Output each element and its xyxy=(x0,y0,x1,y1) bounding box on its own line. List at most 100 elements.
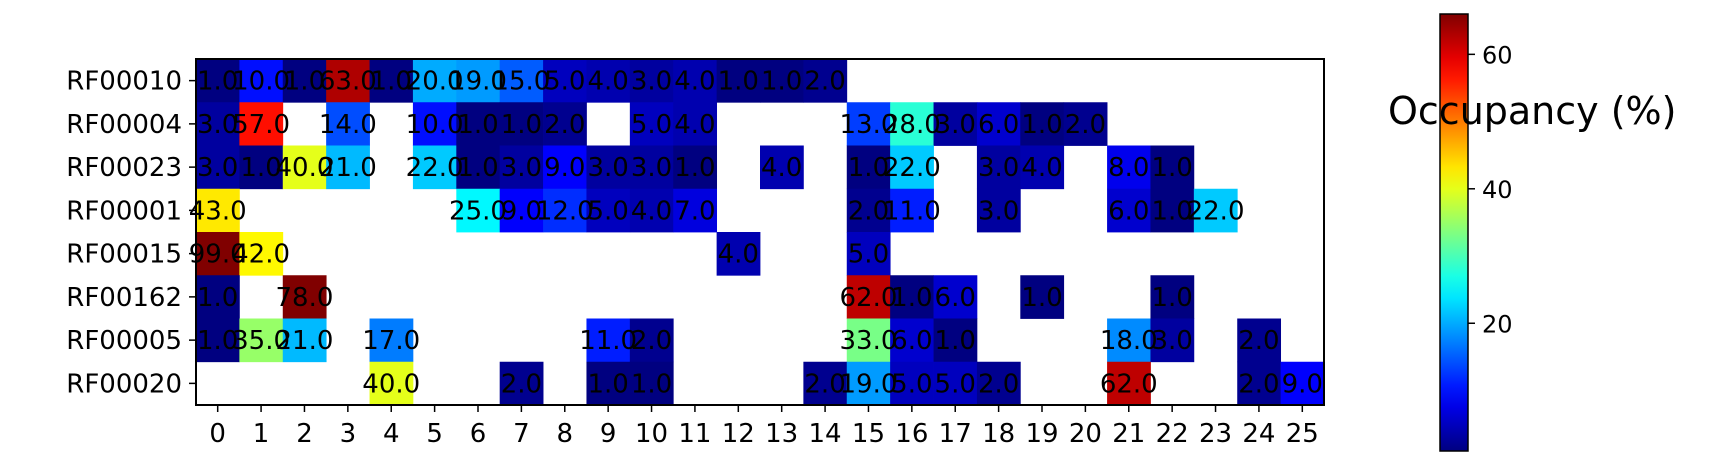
cell-value-label: 6.0 xyxy=(935,283,976,313)
cell-value-label: 6.0 xyxy=(891,326,932,356)
cell-value-label: 1.0 xyxy=(197,326,238,356)
heatmap-cell xyxy=(976,102,1021,146)
heatmap-cell xyxy=(629,145,674,190)
heatmap-cell xyxy=(1150,318,1195,363)
heatmap-cell xyxy=(760,59,804,103)
heatmap-cell xyxy=(1237,361,1282,406)
cell-value-label: 1.0 xyxy=(935,326,976,356)
cell-value-label: 1.0 xyxy=(197,67,238,97)
heatmap-cell xyxy=(543,102,587,146)
heatmap-cell xyxy=(629,59,674,103)
cell-value-label: 2.0 xyxy=(501,369,542,399)
cell-value-label: 1.0 xyxy=(1151,196,1192,226)
heatmap-cell xyxy=(1150,188,1195,233)
cell-value-label: 2.0 xyxy=(544,110,585,140)
cell-value-label: 2.0 xyxy=(1065,110,1106,140)
heatmap-cell xyxy=(326,59,370,103)
y-tick-label: RF00005 xyxy=(66,326,182,356)
cell-value-label: 1.0 xyxy=(1021,283,1062,313)
heatmap-cell xyxy=(629,361,674,406)
heatmap-cell xyxy=(412,59,457,103)
heatmap-cell xyxy=(499,59,544,103)
cell-value-label: 1.0 xyxy=(501,110,542,140)
cell-value-label: 3.0 xyxy=(631,67,672,97)
heatmap-cell xyxy=(933,318,978,363)
cell-value-label: 8.0 xyxy=(1108,153,1149,183)
heatmap-cell xyxy=(196,318,240,363)
heatmap-cell xyxy=(1107,361,1151,406)
heatmap-cell xyxy=(673,188,718,233)
cell-value-label: 2.0 xyxy=(1238,369,1279,399)
cell-value-label: 4.0 xyxy=(1021,153,1062,183)
heatmap-cell xyxy=(1150,275,1195,319)
cell-value-label: 4.0 xyxy=(718,240,759,270)
heatmap-cell xyxy=(369,361,414,406)
cell-value-label: 22.0 xyxy=(1187,196,1245,226)
cell-value-label: 1.0 xyxy=(197,283,238,313)
heatmap-cell xyxy=(543,188,587,233)
heatmap-cell xyxy=(1107,318,1151,363)
y-tick-label: RF00162 xyxy=(66,283,182,313)
cell-value-label: 1.0 xyxy=(1021,110,1062,140)
heatmap-cell xyxy=(760,145,804,190)
heatmap-cell xyxy=(326,102,370,146)
heatmap-cell xyxy=(282,275,327,319)
cell-value-label: 20.0 xyxy=(406,67,464,97)
heatmap-cell xyxy=(586,361,631,406)
heatmap-cell xyxy=(499,102,544,146)
heatmap-cell xyxy=(890,145,934,190)
heatmap-cell xyxy=(586,318,631,363)
y-tick-label: RF00023 xyxy=(66,153,182,183)
x-tick-label: 21 xyxy=(1112,419,1145,449)
x-tick-label: 1 xyxy=(253,419,270,449)
colorbar-tick-label: 40 xyxy=(1482,176,1513,204)
plot-frame xyxy=(195,58,1325,406)
heatmap-cell xyxy=(933,102,978,146)
y-tick-label: RF00001 xyxy=(66,196,182,226)
colorbar-tick-label: 60 xyxy=(1482,41,1513,69)
cell-value-label: 5.0 xyxy=(631,110,672,140)
cell-value-label: 3.0 xyxy=(935,110,976,140)
x-tick-label: 23 xyxy=(1199,419,1232,449)
x-tick-label: 5 xyxy=(426,419,443,449)
heatmap-cell xyxy=(803,361,848,406)
heatmap-cell xyxy=(846,145,891,190)
cell-value-label: 18.0 xyxy=(1100,326,1158,356)
cell-value-label: 10.0 xyxy=(232,67,290,97)
cell-value-label: 7.0 xyxy=(674,196,715,226)
heatmap-cell xyxy=(586,188,631,233)
heatmap-cell xyxy=(1020,145,1065,190)
heatmap-cell xyxy=(456,102,501,146)
heatmap-cell xyxy=(456,188,501,233)
cell-value-label: 33.0 xyxy=(840,326,898,356)
x-tick-label: 25 xyxy=(1286,419,1319,449)
y-tick-label: RF00020 xyxy=(66,369,182,399)
heatmap-cell xyxy=(976,145,1021,190)
heatmap-cell xyxy=(1063,102,1108,146)
x-tick-label: 11 xyxy=(678,419,711,449)
cell-value-label: 1.0 xyxy=(371,67,412,97)
heatmap-cell xyxy=(1020,102,1065,146)
cell-value-label: 4.0 xyxy=(631,196,672,226)
cell-value-label: 3.0 xyxy=(501,153,542,183)
y-tick-label: RF00010 xyxy=(66,67,182,97)
cell-value-label: 40.0 xyxy=(362,369,420,399)
cell-value-label: 19.0 xyxy=(449,67,507,97)
heatmap-cell xyxy=(239,102,284,146)
heatmap-cell xyxy=(1020,275,1065,319)
cell-value-label: 28.0 xyxy=(883,110,941,140)
heatmap-cell xyxy=(629,318,674,363)
cell-value-label: 1.0 xyxy=(631,369,672,399)
y-tick-label: RF00015 xyxy=(66,240,182,270)
x-tick-label: 14 xyxy=(809,419,842,449)
heatmap-cell xyxy=(196,59,240,103)
cell-value-label: 2.0 xyxy=(848,196,889,226)
colorbar xyxy=(1439,13,1469,452)
heatmap-cell xyxy=(629,188,674,233)
x-tick-label: 2 xyxy=(296,419,313,449)
heatmap-cell xyxy=(499,145,544,190)
heatmap-cell xyxy=(499,188,544,233)
cell-value-label: 21.0 xyxy=(319,153,377,183)
cell-value-label: 9.0 xyxy=(544,153,585,183)
